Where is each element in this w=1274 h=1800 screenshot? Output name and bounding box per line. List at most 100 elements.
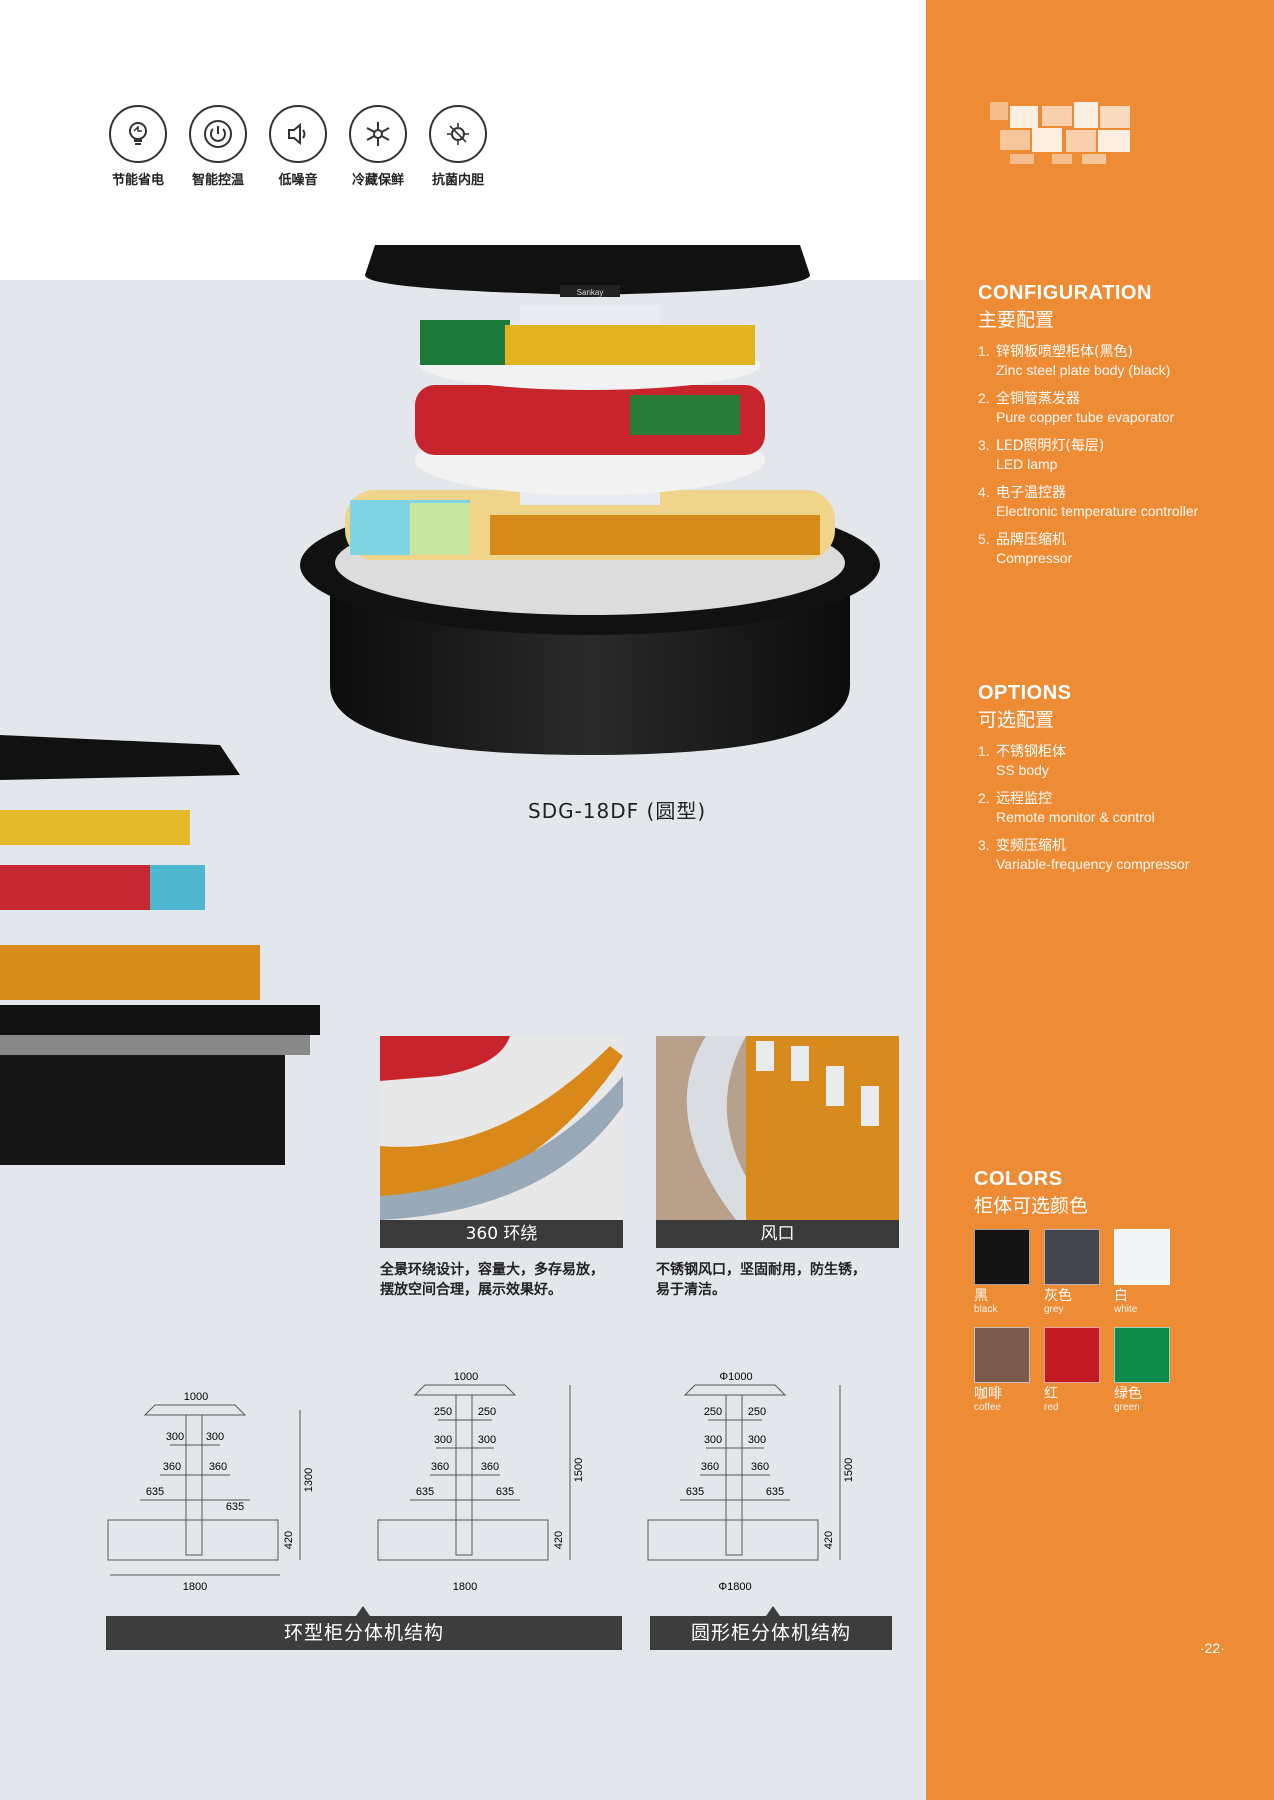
round-cabinet-illustration: Sankay <box>300 245 880 755</box>
feature-label: 低噪音 <box>278 173 318 188</box>
item-number: 3. <box>978 837 990 853</box>
dimension-label: 635 <box>146 1486 164 1498</box>
description-line: 摆放空间合理，展示效果好。 <box>380 1282 562 1298</box>
photo-caption: 风口 <box>656 1220 899 1248</box>
dimension-label: 300 <box>478 1434 496 1446</box>
round-cabinet-caption: 圆形柜分体机结构 <box>650 1616 892 1650</box>
model-label: SDG-18DF (圆型) <box>528 799 707 823</box>
ring-cabinet-caption: 环型柜分体机结构 <box>106 1616 622 1650</box>
feature-refrigeration: 冷藏保鲜 <box>345 105 411 188</box>
color-name-zh: 绿色 <box>1114 1386 1142 1402</box>
item-zh: LED照明灯(每层) <box>996 438 1105 454</box>
feature-energy-saving: 节能省电 <box>105 105 171 188</box>
color-name-zh: 黑 <box>974 1288 988 1304</box>
item-zh: 全铜管蒸发器 <box>996 391 1080 407</box>
item-zh: 变频压缩机 <box>996 838 1066 854</box>
photo-description: 不锈钢风口，坚固耐用，防生锈， 易于清洁。 <box>656 1260 866 1300</box>
dimension-label: 360 <box>209 1461 227 1473</box>
colors-title-zh: 柜体可选颜色 <box>974 1195 1089 1217</box>
antibacterial-icon <box>429 105 487 163</box>
item-en: Compressor <box>996 550 1073 566</box>
color-name-en: coffee <box>974 1402 1002 1413</box>
dimension-label: 360 <box>431 1461 449 1473</box>
dimension-label: 300 <box>704 1434 722 1446</box>
item-number: 3. <box>978 437 990 453</box>
configuration-list: 1.锌钢板喷塑柜体(黑色)Zinc steel plate body (blac… <box>978 342 1228 577</box>
dimension-label: 1500 <box>573 1458 585 1482</box>
list-item: 3.LED照明灯(每层)LED lamp <box>978 436 1228 473</box>
bottles-close-up-image <box>380 1036 623 1220</box>
feature-low-noise: 低噪音 <box>265 105 331 188</box>
dimension-label: 250 <box>748 1406 766 1418</box>
item-number: 2. <box>978 790 990 806</box>
dimension-label: 635 <box>766 1486 784 1498</box>
color-name-zh: 灰色 <box>1044 1288 1072 1304</box>
ring-cabinet-illustration <box>0 735 320 1165</box>
item-en: Variable-frequency compressor <box>996 856 1190 872</box>
dimension-label: 420 <box>553 1531 565 1549</box>
dimension-label: 420 <box>823 1531 835 1549</box>
energy-saving-bulb-icon <box>109 105 167 163</box>
ring-cabinet-diagram-1300: 1000 300 300 360 360 635 635 1300 420 18… <box>107 1391 315 1593</box>
color-chip <box>1044 1327 1100 1383</box>
dimension-label: 250 <box>478 1406 496 1418</box>
snowflake-icon <box>349 105 407 163</box>
configuration-title-zh: 主要配置 <box>978 309 1055 331</box>
bottom-tier-bottles <box>345 490 835 560</box>
color-chip <box>974 1229 1030 1285</box>
color-name-zh: 红 <box>1044 1386 1058 1402</box>
item-number: 4. <box>978 484 990 500</box>
feature-antibacterial: 抗菌内胆 <box>425 105 491 188</box>
color-name-en: white <box>1114 1304 1138 1315</box>
item-en: SS body <box>996 762 1049 778</box>
caption-pointer <box>766 1606 780 1616</box>
item-number: 1. <box>978 343 990 359</box>
dimension-label: 300 <box>748 1434 766 1446</box>
item-zh: 远程监控 <box>996 791 1052 807</box>
item-zh: 锌钢板喷塑柜体(黑色) <box>996 344 1133 360</box>
feature-icons: 节能省电 智能控温 低噪音 冷藏保鲜 抗菌内胆 <box>105 105 491 188</box>
color-name-zh: 咖啡 <box>974 1386 1002 1402</box>
dimension-label: 1300 <box>303 1468 315 1492</box>
item-zh: 电子温控器 <box>996 485 1066 501</box>
feature-label: 冷藏保鲜 <box>351 173 404 188</box>
color-name-en: red <box>1044 1402 1059 1413</box>
dimension-label: 1800 <box>453 1581 477 1593</box>
color-name-en: green <box>1114 1402 1140 1413</box>
photo-caption: 360 环绕 <box>380 1220 623 1248</box>
brand-plate: Sankay <box>577 288 604 297</box>
dimension-label: Φ1000 <box>719 1371 752 1383</box>
item-zh: 不锈钢柜体 <box>996 744 1066 760</box>
photo-360-surround: 360 环绕 <box>380 1036 623 1248</box>
spec-sidebar: CONFIGURATION 主要配置 1.锌钢板喷塑柜体(黑色)Zinc ste… <box>926 0 1274 1800</box>
dimension-label: 1500 <box>843 1458 855 1482</box>
round-cabinet-diagram: Φ1000 250 250 300 300 360 360 635 635 15… <box>647 1371 855 1593</box>
dimension-label: 635 <box>686 1486 704 1498</box>
dimension-label: 1000 <box>454 1371 478 1383</box>
dimension-label: 250 <box>704 1406 722 1418</box>
color-chip <box>1044 1229 1100 1285</box>
color-chip <box>974 1327 1030 1383</box>
page-number: ·22· <box>1200 1640 1225 1656</box>
air-vent-close-up-image <box>656 1036 899 1220</box>
description-line: 不锈钢风口，坚固耐用，防生锈， <box>656 1262 866 1278</box>
color-name-en: grey <box>1044 1304 1064 1315</box>
blurred-logo <box>990 102 1130 164</box>
color-chip <box>1114 1327 1170 1383</box>
color-chip <box>1114 1229 1170 1285</box>
dimension-label: 635 <box>496 1486 514 1498</box>
dimension-label: 360 <box>481 1461 499 1473</box>
dimension-label: 360 <box>701 1461 719 1473</box>
item-en: Electronic temperature controller <box>996 503 1199 519</box>
colors-title: COLORS <box>974 1168 1063 1190</box>
options-title: OPTIONS <box>978 682 1072 704</box>
feature-label: 节能省电 <box>111 173 164 188</box>
dimension-label: 360 <box>163 1461 181 1473</box>
description-line: 易于清洁。 <box>656 1282 726 1298</box>
photo-description: 全景环绕设计，容量大，多存易放， 摆放空间合理，展示效果好。 <box>380 1260 604 1300</box>
